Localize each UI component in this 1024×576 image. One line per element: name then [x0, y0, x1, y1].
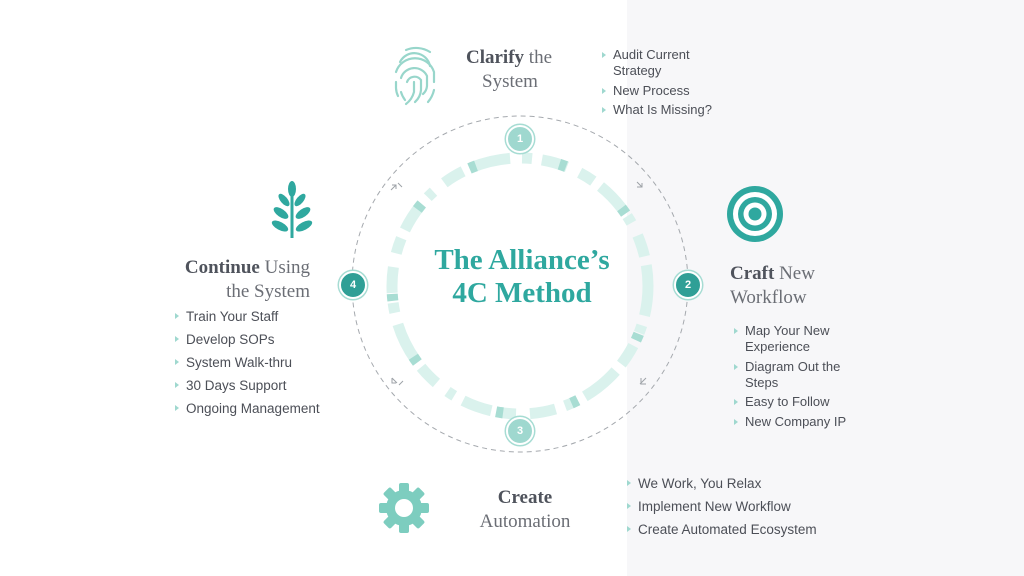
list-item: 30 Days Support	[174, 377, 344, 394]
step-node-2: 2	[674, 271, 702, 299]
list-item: System Walk-thru	[174, 354, 344, 371]
craft-bullet-list: Map Your New Experience Diagram Out the …	[733, 323, 873, 433]
list-item: We Work, You Relax	[626, 475, 856, 492]
craft-heading-rest: New	[779, 263, 815, 284]
clarify-heading: Clarify the System	[466, 46, 576, 94]
center-title-line2: 4C Method	[452, 277, 592, 309]
create-heading-line2: Automation	[479, 511, 571, 532]
continue-heading-rest: Using	[264, 257, 310, 278]
list-item: Train Your Staff	[174, 308, 344, 325]
list-item: Develop SOPs	[174, 331, 344, 348]
clarify-bullet-list: Audit Current Strategy New Process What …	[601, 47, 721, 122]
craft-heading-bold: Craft	[730, 263, 775, 284]
inner-segment-ring	[386, 152, 654, 420]
list-item: Easy to Follow	[733, 394, 873, 410]
center-title-line1: The Alliance’s	[434, 244, 610, 276]
list-item: Create Automated Ecosystem	[626, 521, 856, 538]
clarify-heading-bold: Clarify	[466, 47, 525, 68]
continue-heading: Continue Using the System	[160, 256, 310, 304]
clarify-heading-line2: System	[482, 71, 538, 92]
target-icon	[727, 186, 783, 242]
step-node-1: 1	[506, 125, 534, 153]
continue-heading-line2: the System	[226, 281, 310, 302]
clarify-heading-rest: the	[528, 47, 553, 68]
leaf-branch-icon	[271, 181, 313, 238]
list-item: Audit Current Strategy	[601, 47, 721, 79]
corner-brackets	[390, 181, 647, 386]
step-node-4: 4	[339, 271, 367, 299]
list-item: Implement New Workflow	[626, 498, 856, 515]
list-item: Diagram Out the Steps	[733, 359, 873, 391]
step-number-4: 4	[349, 279, 357, 291]
craft-heading: Craft New Workflow	[730, 262, 840, 310]
step-number-2: 2	[684, 279, 692, 291]
create-heading-bold: Create	[497, 487, 553, 508]
create-bullet-list: We Work, You Relax Implement New Workflo…	[626, 475, 856, 544]
step-number-1: 1	[516, 133, 524, 145]
step-node-3: 3	[506, 417, 534, 445]
list-item: Ongoing Management	[174, 400, 344, 417]
continue-bullet-list: Train Your Staff Develop SOPs System Wal…	[174, 308, 344, 423]
list-item: New Company IP	[733, 414, 873, 430]
continue-heading-bold: Continue	[184, 257, 260, 278]
fingerprint-icon	[394, 46, 436, 106]
center-title: The Alliance’s 4C Method	[408, 244, 636, 310]
craft-heading-line2: Workflow	[730, 287, 807, 308]
list-item: What Is Missing?	[601, 102, 721, 118]
create-heading: Create Automation	[470, 486, 580, 534]
gear-icon	[379, 483, 429, 533]
step-number-3: 3	[516, 425, 524, 437]
list-item: New Process	[601, 83, 721, 99]
list-item: Map Your New Experience	[733, 323, 873, 355]
